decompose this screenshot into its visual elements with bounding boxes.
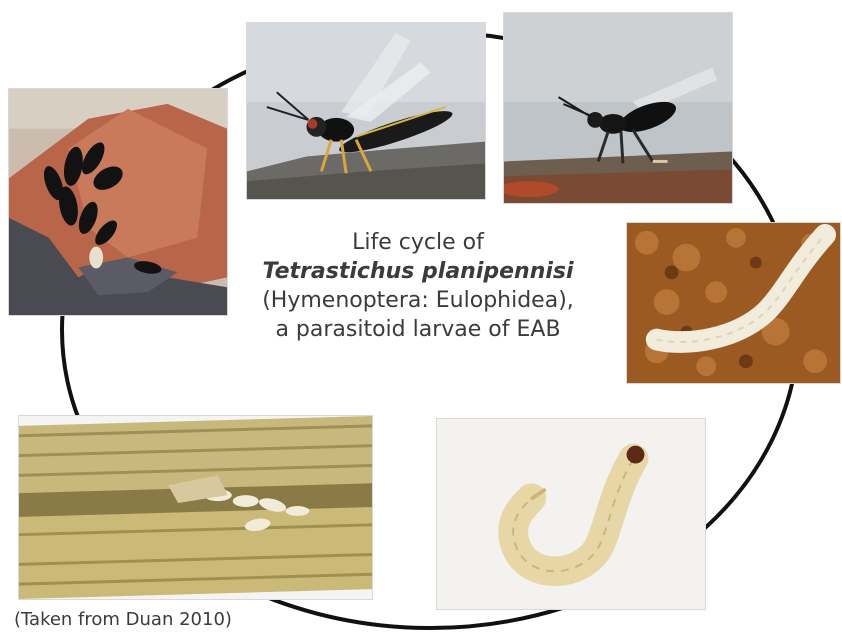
larva-in-soil-photo: [626, 222, 841, 384]
caption-line-1: Life cycle of: [230, 228, 606, 257]
adult-wasp-walking-photo: [503, 12, 733, 204]
pupae-on-bark-photo: [8, 88, 228, 316]
adult-wasp-side-photo: [246, 22, 486, 200]
caption-line-4: a parasitoid larvae of EAB: [230, 315, 606, 344]
curled-larva-photo: [436, 418, 706, 610]
larvae-in-gallery-photo: [18, 415, 373, 600]
life-cycle-caption: Life cycle of Tetrastichus planipennisi …: [230, 228, 606, 344]
caption-line-3: (Hymenoptera: Eulophidea),: [230, 286, 606, 315]
source-credit: (Taken from Duan 2010): [14, 608, 232, 632]
species-name: Tetrastichus planipennisi: [230, 257, 606, 286]
